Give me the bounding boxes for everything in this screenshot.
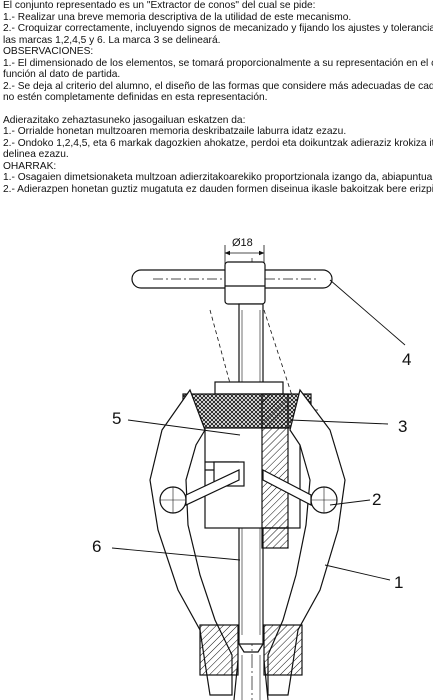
instruction-line: 1.- Orrialde honetan multzoaren memoria … (3, 126, 347, 137)
bottom-jaws (199, 624, 303, 700)
instruction-line: 1.- El dimensionado de los elementos, se… (3, 57, 433, 69)
diameter-dimension: Ø18 (224, 237, 265, 265)
left-arm (149, 388, 233, 696)
observations-heading: OBSERVACIONES: (3, 46, 94, 57)
instruction-line: 2.- Adierazpen honetan guztiz mugatuta e… (3, 183, 433, 195)
body-block (204, 427, 301, 529)
leader-lines (111, 279, 406, 581)
callout-4: 4 (402, 350, 411, 369)
instruction-line: Adierazitako zehaztasuneko jasogailuan e… (3, 114, 246, 126)
instructions-text: El conjunto representado es un "Extracto… (3, 0, 433, 195)
callout-numbers: 4 5 3 2 6 1 (92, 350, 411, 592)
callout-3: 3 (398, 417, 407, 436)
t-handle (131, 261, 333, 305)
instruction-line: las marcas 1,2,4,5 y 6. La marca 3 se de… (3, 34, 221, 46)
diameter-label: Ø18 (232, 237, 253, 249)
instruction-line: 1.- Realizar una breve memoria descripti… (3, 11, 352, 23)
instruction-line: El conjunto representado es un "Extracto… (3, 0, 316, 11)
callout-1: 1 (394, 573, 403, 592)
callout-5: 5 (112, 409, 121, 428)
callout-6: 6 (92, 537, 101, 556)
pivot-links (185, 469, 312, 549)
instruction-line: no estén completamente definidas en esta… (3, 92, 268, 103)
instruction-line: 1.- Osagaien dimetsionaketa multzoan adi… (3, 172, 433, 183)
instruction-line: 2.- Croquizar correctamente, incluyendo … (3, 23, 433, 34)
instruction-line: delinea ezazu. (3, 149, 69, 160)
oharrak-heading: OHARRAK: (3, 160, 57, 172)
instruction-line: 2.- Ondoko 1,2,4,5, eta 6 markak dagozki… (3, 137, 433, 149)
instruction-line: 2.- Se deja al criterio del alumno, el d… (3, 80, 433, 92)
instruction-line: función al dato de partida. (3, 69, 121, 80)
hidden-lines (195, 309, 320, 421)
callout-2: 2 (372, 490, 381, 509)
